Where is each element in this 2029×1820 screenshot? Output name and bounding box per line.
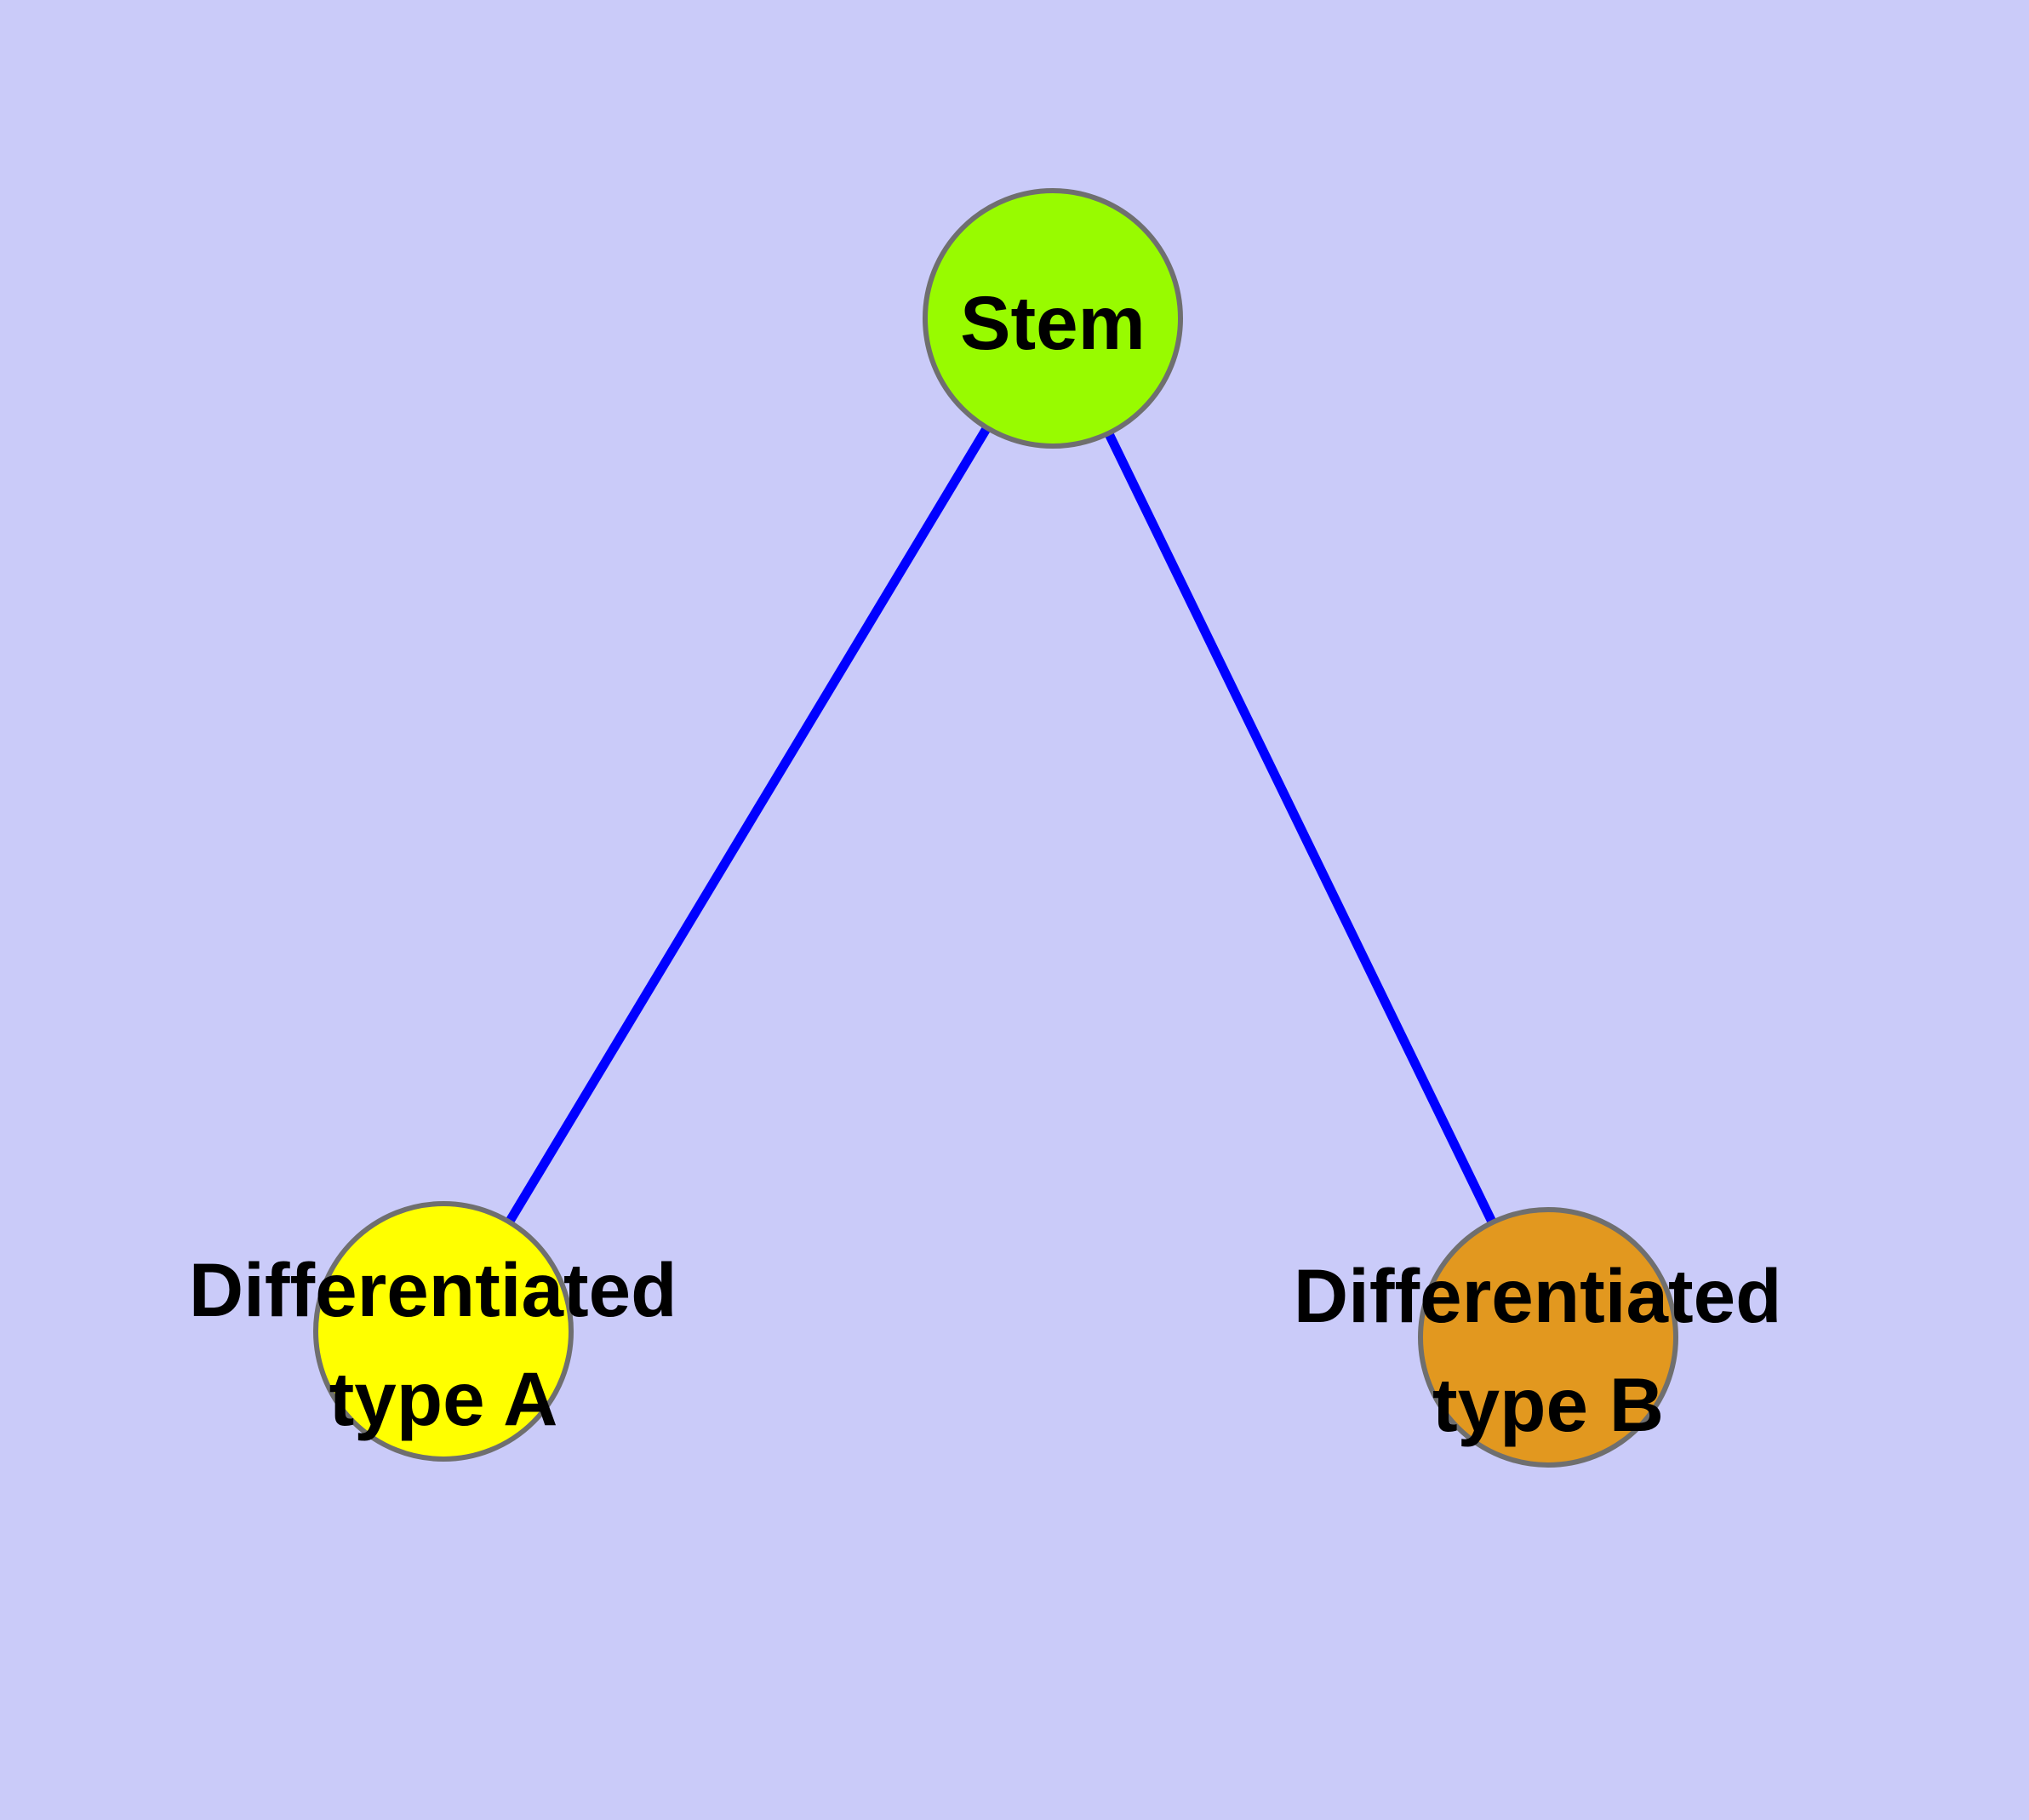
- node-typeA-circle: [313, 1201, 574, 1462]
- node-typeA-label-line2: type A: [329, 1356, 558, 1441]
- node-typeB-label-line1: Differentiated: [1294, 1253, 1782, 1338]
- node-stem-circle: [923, 188, 1183, 449]
- node-typeA-label: Differentiated type A: [189, 1247, 698, 1441]
- node-typeB-label-line2: type B: [1432, 1362, 1664, 1447]
- edge-stem-to-typeB: [1049, 316, 1552, 1340]
- node-typeB-label: Differentiated type B: [1294, 1253, 1803, 1447]
- node-stem-label: Stem: [960, 280, 1146, 365]
- node-typeA-label-line1: Differentiated: [189, 1247, 677, 1332]
- edge-stem-to-typeA: [439, 316, 1057, 1334]
- node-typeB-circle: [1418, 1207, 1678, 1468]
